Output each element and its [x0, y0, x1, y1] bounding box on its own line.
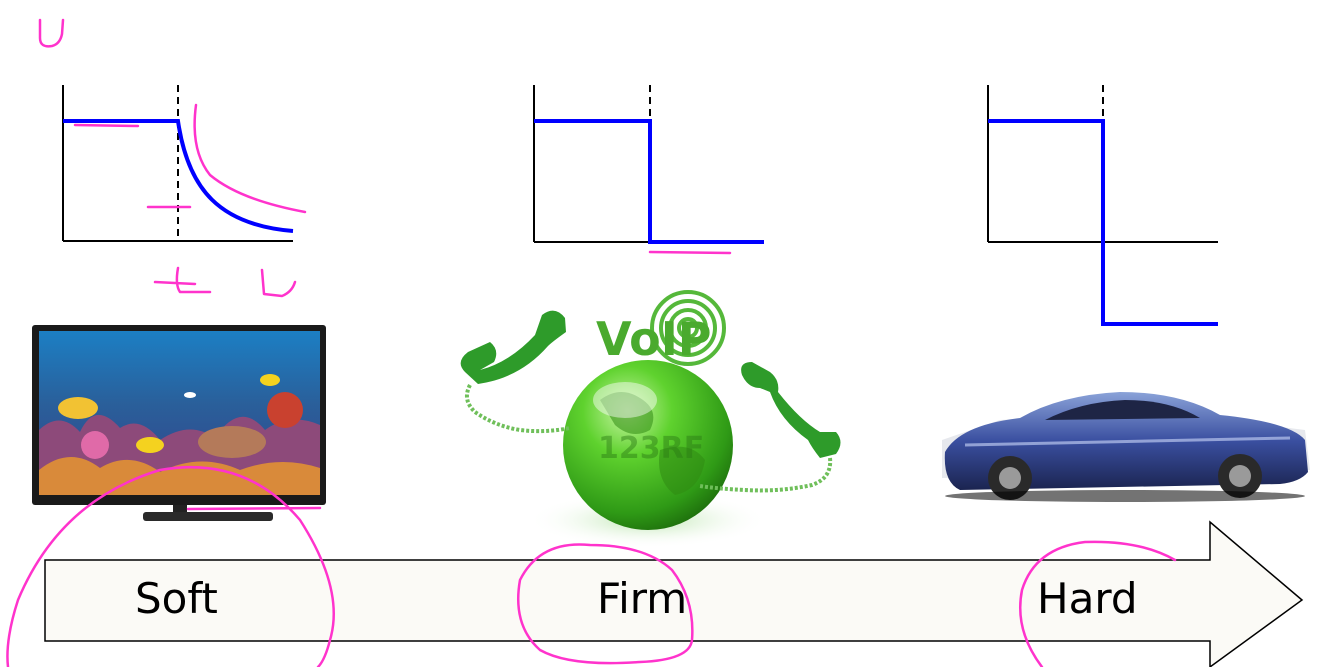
annotation-soft-circle — [6, 466, 335, 667]
annotation-t-mark — [153, 266, 212, 294]
speeding-car-icon — [942, 392, 1310, 502]
arrow-shape — [44, 520, 1304, 667]
soft-utility-graph — [62, 85, 294, 242]
voip-right-cord — [699, 457, 833, 493]
car-window — [1045, 400, 1200, 420]
annotation-soft-level-underline — [73, 123, 140, 128]
tv-fish-small-3 — [184, 392, 196, 398]
firm-utility-graph — [533, 85, 764, 244]
voip-right-handset — [741, 362, 841, 458]
voip-globe-continent-2 — [659, 446, 705, 495]
hard-utility-graph — [987, 85, 1218, 326]
annotation-soft-decay-curve — [193, 103, 307, 214]
firm-graph-utility-curve — [534, 119, 764, 244]
soft-to-hard-arrow: Soft Firm Hard — [44, 520, 1304, 667]
voip-globe-icon: VoIP 123RF — [460, 290, 841, 548]
car-ground-shadow — [945, 490, 1305, 502]
car-highlight — [964, 436, 1291, 447]
voip-signal-ring-4 — [677, 317, 699, 339]
voip-signal-ring-1 — [650, 290, 726, 366]
car-front-rim — [999, 467, 1021, 489]
voip-left-cord — [464, 384, 571, 434]
arrow-label-hard: Hard — [1037, 574, 1138, 623]
voip-left-handset — [460, 310, 566, 384]
voip-globe-highlight — [593, 382, 657, 418]
tv-stand-base — [143, 512, 273, 521]
watermark-text: 123RF — [598, 431, 704, 466]
tv-fish-small-2 — [260, 374, 280, 386]
tv-coral-pink — [81, 431, 109, 459]
tv-coral-orange — [39, 456, 320, 495]
voip-signal-ring-2 — [659, 299, 717, 357]
annotation-u-mark — [38, 18, 65, 48]
tv-coral-red — [267, 392, 303, 428]
annotation-firm-circle — [516, 543, 694, 665]
arrow-label-firm: Firm — [597, 574, 687, 623]
annotation-firm-zero-underline — [648, 250, 732, 255]
voip-globe-continent-1 — [600, 391, 654, 434]
handwritten-annotations — [6, 18, 1177, 667]
television-icon — [32, 325, 326, 521]
soft-graph-utility-curve — [63, 119, 294, 233]
annotation-l-mark — [260, 268, 297, 298]
car-rear-rim — [1229, 465, 1251, 487]
tv-fish-small-1 — [136, 437, 164, 453]
annotation-hard-circle — [1018, 540, 1177, 667]
hard-graph-utility-curve — [988, 119, 1218, 326]
tv-fish-striped — [198, 426, 266, 458]
tv-stand-neck — [173, 505, 187, 513]
tv-fish-yellow — [58, 397, 98, 419]
voip-signal-ring-3 — [668, 308, 708, 348]
annotation-tv-underline — [186, 506, 322, 511]
voip-logo-text: VoIP — [596, 312, 712, 366]
arrow-label-soft: Soft — [135, 574, 218, 623]
